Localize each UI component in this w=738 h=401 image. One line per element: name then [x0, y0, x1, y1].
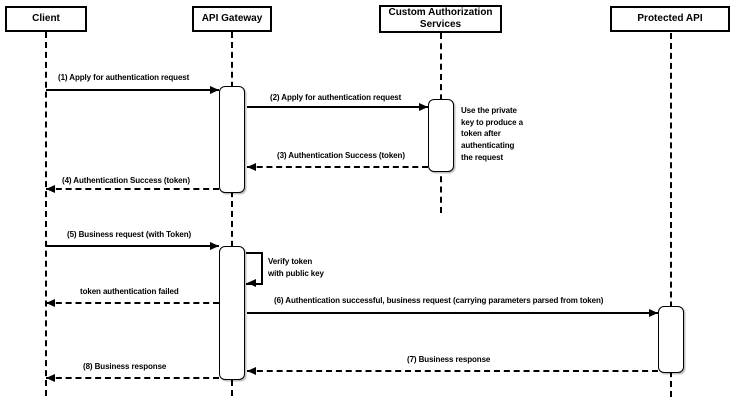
message-token-auth-failed-line — [46, 302, 219, 304]
message-8-label: (8) Business response — [83, 362, 167, 371]
actor-api-gateway-label: API Gateway — [201, 13, 263, 24]
arrowhead-left-icon — [247, 163, 256, 171]
actor-custom-authorization-services: Custom Authorization Services — [379, 5, 502, 33]
message-2-line — [247, 106, 428, 108]
message-6-label: (6) Authentication successful, business … — [274, 296, 604, 305]
message-token-auth-failed-label: token authentication failed — [80, 287, 179, 296]
message-2-label: (2) Apply for authentication request — [270, 93, 402, 102]
message-1-label: (1) Apply for authentication request — [58, 73, 190, 82]
arrowhead-left-icon — [247, 279, 256, 287]
actor-protected-api-label: Protected API — [637, 13, 703, 24]
arrowhead-left-icon — [46, 185, 55, 193]
note-private-key: Use the private key to produce a token a… — [461, 106, 523, 162]
message-3-label: (3) Authentication Success (token) — [277, 151, 405, 160]
message-5-label: (5) Business request (with Token) — [67, 230, 192, 239]
actor-client: Client — [5, 6, 87, 32]
lifeline-protected-api — [670, 33, 672, 397]
actor-api-gateway: API Gateway — [192, 6, 272, 32]
lifeline-api-gateway — [231, 32, 233, 396]
actor-client-label: Client — [32, 13, 60, 24]
actor-custom-authorization-services-label: Custom Authorization Services — [388, 7, 493, 30]
arrowhead-right-icon — [649, 309, 658, 317]
message-4-line — [46, 188, 219, 190]
message-8-line — [46, 377, 219, 379]
arrowhead-right-icon — [210, 242, 219, 250]
actor-protected-api: Protected API — [610, 6, 730, 32]
activation-api-gateway-business — [219, 246, 245, 380]
message-4-label: (4) Authentication Success (token) — [62, 176, 190, 185]
message-1-line — [46, 89, 219, 91]
message-3-line — [247, 166, 428, 168]
activation-protected-api — [658, 306, 684, 373]
activation-custom-authorization — [428, 99, 454, 172]
arrowhead-right-icon — [210, 86, 219, 94]
message-5-line — [46, 245, 219, 247]
arrowhead-left-icon — [46, 374, 55, 382]
arrowhead-left-icon — [247, 367, 256, 375]
message-7-label: (7) Business response — [407, 355, 491, 364]
message-7-line — [247, 370, 658, 372]
message-verify-token-label: Verify token with public key — [268, 257, 324, 278]
lifeline-client — [45, 32, 47, 396]
message-6-line — [247, 312, 658, 314]
activation-api-gateway-auth — [219, 86, 245, 193]
arrowhead-left-icon — [46, 299, 55, 307]
arrowhead-right-icon — [419, 103, 428, 111]
